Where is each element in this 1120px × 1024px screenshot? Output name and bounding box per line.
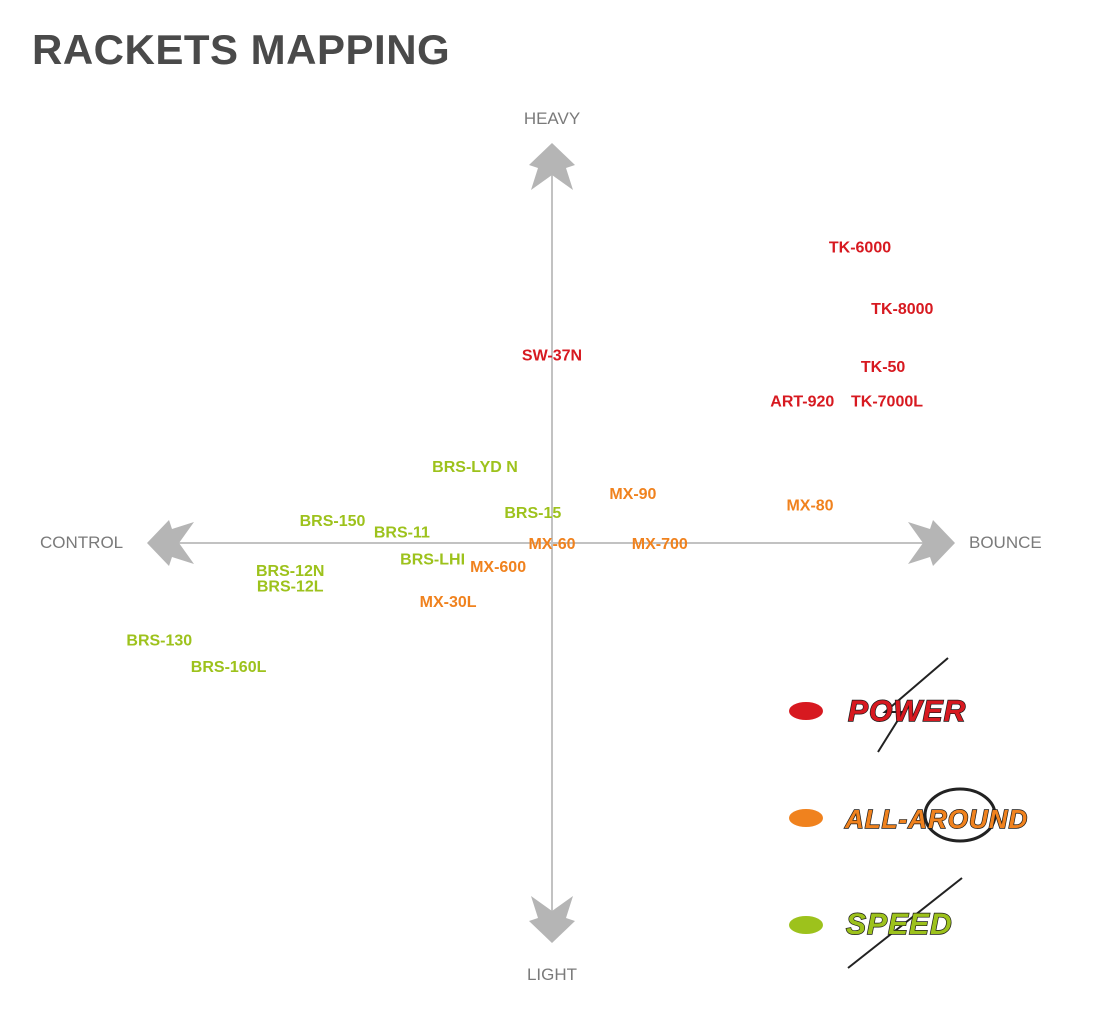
point-label-brs-lyd-n: BRS-LYD N (432, 459, 518, 476)
point-label-brs-160l: BRS-160L (191, 659, 267, 676)
axis-label-heavy: HEAVY (524, 109, 580, 128)
point-label-tk-7000l: TK-7000L (851, 394, 923, 411)
point-label-mx-90: MX-90 (609, 486, 656, 503)
page-title: RACKETS MAPPING (32, 26, 451, 73)
point-label-brs-150: BRS-150 (300, 513, 366, 530)
point-label-brs-15: BRS-15 (504, 505, 561, 522)
point-label-mx-700: MX-700 (632, 536, 688, 553)
legend-swatch-allround (789, 809, 823, 827)
arrow-right-icon (908, 520, 955, 566)
point-label-brs-12l: BRS-12L (257, 578, 324, 595)
arrow-up-icon (529, 143, 575, 190)
legend: POWER ALL-AROUND SPEED (789, 657, 1028, 969)
point-label-tk-6000: TK-6000 (829, 240, 891, 257)
point-label-mx-600: MX-600 (470, 559, 526, 576)
point-label-mx-30l: MX-30L (420, 594, 477, 611)
point-label-brs-130: BRS-130 (126, 632, 192, 649)
legend-label-allround: ALL-AROUND (844, 804, 1028, 834)
point-label-brs-11: BRS-11 (374, 525, 430, 542)
point-label-brs-12n: BRS-12N (256, 563, 324, 580)
point-label-mx-60: MX-60 (528, 536, 575, 553)
arrow-left-icon (147, 520, 194, 566)
legend-swatch-speed (789, 916, 823, 934)
arrow-down-icon (529, 896, 575, 943)
axis-label-light: LIGHT (527, 965, 577, 984)
legend-swatch-power (789, 702, 823, 720)
point-label-mx-80: MX-80 (786, 498, 833, 515)
axis-label-bounce: BOUNCE (969, 533, 1042, 552)
point-label-brs-lhi: BRS-LHI (400, 551, 465, 568)
point-label-sw-37n: SW-37N (522, 347, 582, 364)
speed-streak-icon (847, 877, 963, 969)
legend-label-speed: SPEED (846, 908, 953, 941)
point-label-tk-8000: TK-8000 (871, 301, 933, 318)
lightning-icon (877, 657, 949, 753)
legend-label-power: POWER (848, 695, 966, 728)
ring-icon (923, 787, 997, 843)
axis-label-control: CONTROL (40, 533, 123, 552)
point-label-tk-50: TK-50 (861, 359, 906, 376)
point-label-art-920: ART-920 (770, 394, 834, 411)
